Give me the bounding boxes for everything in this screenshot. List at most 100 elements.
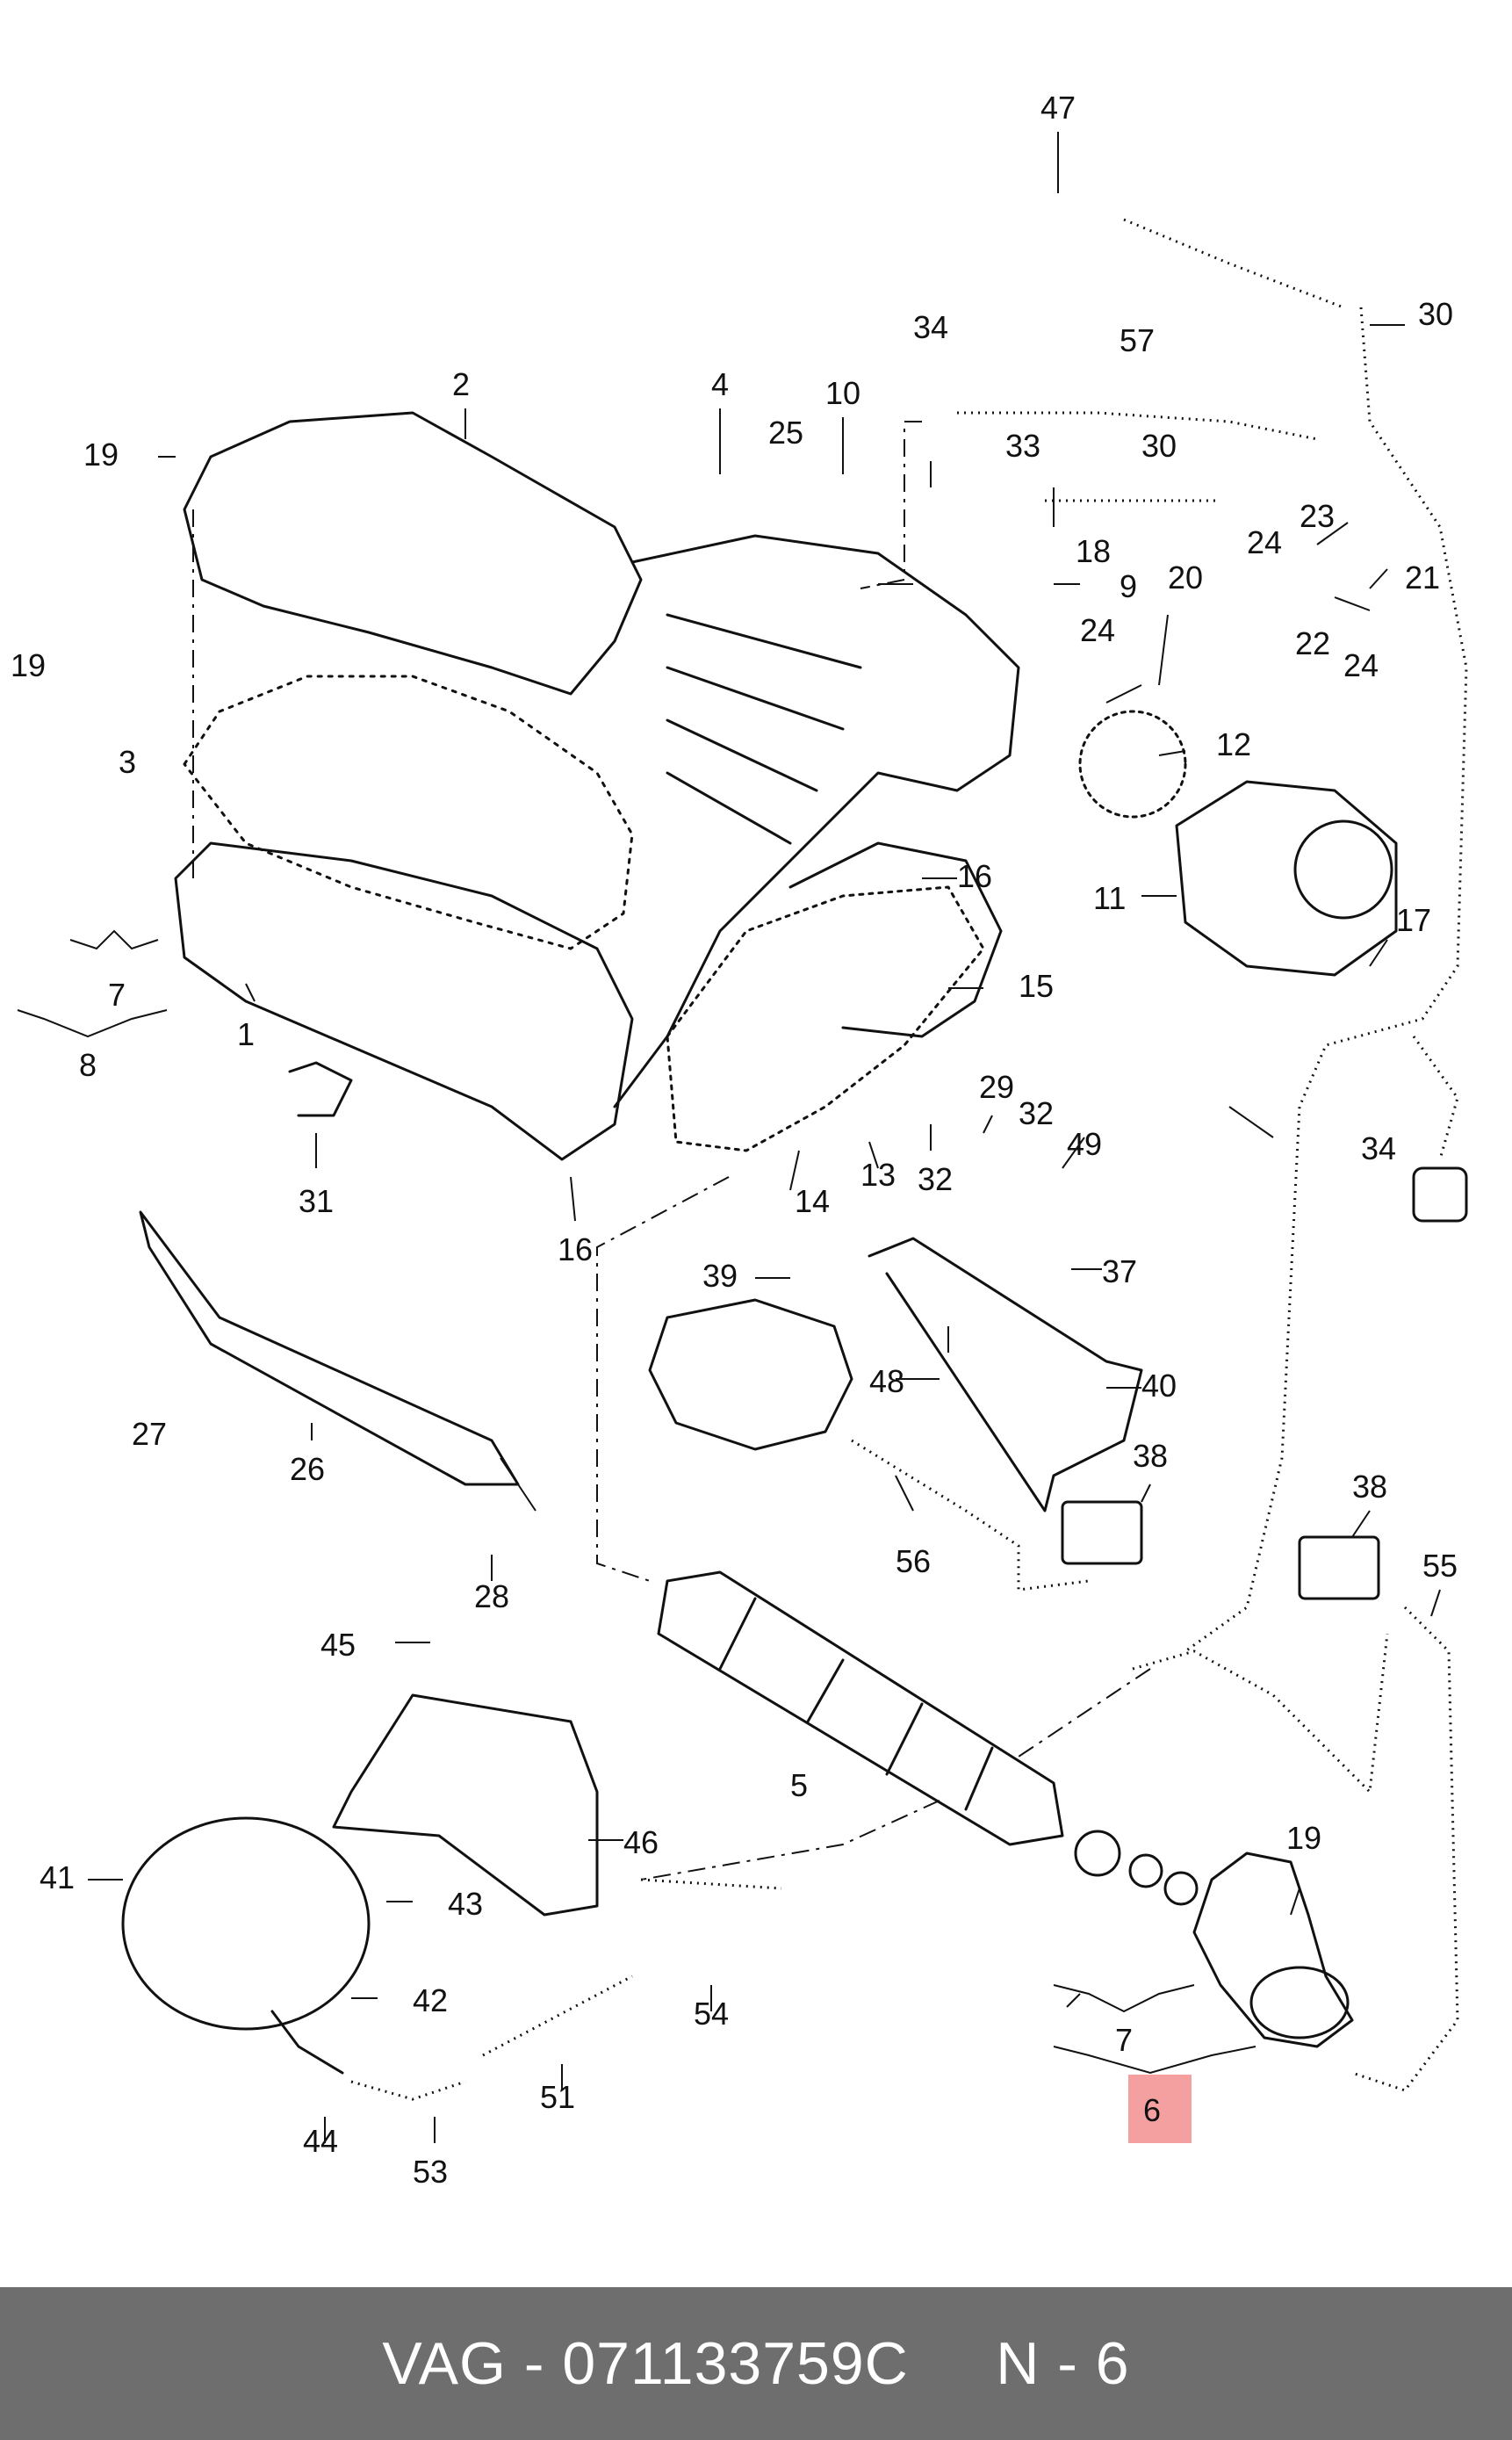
hose-53-shape (350, 2080, 466, 2101)
callout-21: 21 (1405, 559, 1440, 596)
runner-ribs-shape (666, 613, 862, 845)
callout-7a: 7 (108, 977, 126, 1013)
callout-43: 43 (448, 1886, 483, 1922)
callout-26: 26 (290, 1451, 325, 1487)
callout-1: 1 (237, 1016, 255, 1052)
gasket-shape (183, 675, 634, 950)
callout-19b: 19 (11, 647, 46, 683)
egr-housing-shape (648, 1298, 853, 1451)
callout-31: 31 (299, 1183, 334, 1219)
hose-57-shape (957, 411, 1318, 441)
callout-7b: 7 (1115, 2022, 1133, 2058)
vacuum-canister-shape (1249, 1966, 1350, 2039)
o-ring-shape (1074, 1830, 1121, 1877)
callout-16a: 16 (957, 858, 992, 894)
gasket-12-shape (1078, 710, 1187, 819)
group-bracket-8 (17, 1009, 168, 1038)
hose-main-vacuum-shape (1184, 307, 1468, 1653)
callout-18: 18 (1076, 533, 1111, 569)
callout-25: 25 (768, 415, 803, 451)
valve-34b-shape (1412, 1166, 1468, 1223)
callout-34a: 34 (913, 309, 948, 345)
callout-24a: 24 (1247, 524, 1282, 560)
callout-39: 39 (702, 1258, 738, 1294)
group-bracket-6 (1053, 2046, 1256, 2075)
lower-manifold-shape (174, 841, 634, 1161)
hose-47-shape (1123, 218, 1344, 309)
callout-48: 48 (869, 1363, 904, 1399)
callout-14: 14 (795, 1183, 830, 1219)
callout-34b: 34 (1361, 1130, 1396, 1166)
callout-24c: 24 (1343, 647, 1379, 683)
bush-shape (1163, 1871, 1199, 1906)
heat-shield-46-shape (332, 1693, 599, 1917)
assembly-line-5 (860, 421, 922, 589)
hose-54-shape (640, 1878, 782, 1890)
assembly-line-4 (1018, 1668, 1151, 1758)
throttle-bore-shape (1293, 819, 1393, 920)
callout-53: 53 (413, 2154, 448, 2190)
bracket-26-shape (139, 1210, 520, 1486)
callout-5: 5 (790, 1767, 808, 1803)
callout-15: 15 (1019, 968, 1054, 1004)
callout-8: 8 (79, 1047, 97, 1083)
clip-31-shape (288, 1061, 353, 1117)
air-duct-shape (613, 534, 1020, 1108)
callout-33: 33 (1005, 428, 1040, 464)
callout-54: 54 (694, 1996, 729, 2032)
hose-51-shape (482, 1974, 633, 2057)
callout-42: 42 (413, 1982, 448, 2018)
assembly-line-2 (596, 1176, 730, 1582)
hose-56-shape (851, 1439, 1090, 1592)
callout-9: 9 (1120, 568, 1137, 604)
callout-3: 3 (119, 744, 136, 780)
hose-34b-shape (1412, 1036, 1459, 1160)
callout-17: 17 (1396, 902, 1431, 938)
callout-10: 10 (825, 375, 860, 411)
callout-44: 44 (303, 2123, 338, 2159)
callout-57: 57 (1120, 322, 1155, 358)
callout-6: 6 (1143, 2092, 1161, 2128)
callout-22: 22 (1295, 625, 1330, 661)
callout-55: 55 (1422, 1548, 1458, 1584)
highlight-box-6 (1128, 2075, 1192, 2143)
solenoid-38a-shape (1061, 1500, 1143, 1565)
callout-19c: 19 (1286, 1820, 1321, 1856)
callout-41: 41 (40, 1859, 75, 1895)
callout-38a: 38 (1133, 1438, 1168, 1474)
callout-49: 49 (1067, 1126, 1102, 1162)
egr-pipe-ribs-shape (718, 1597, 994, 1811)
callout-56: 56 (896, 1543, 931, 1579)
callout-20: 20 (1168, 559, 1203, 596)
callout-46: 46 (623, 1824, 659, 1860)
callout-40: 40 (1141, 1368, 1177, 1404)
callout-28: 28 (474, 1578, 509, 1614)
callout-47: 47 (1040, 90, 1076, 126)
group-bracket-7b (1053, 1984, 1195, 2013)
hose-return-shape (1132, 1633, 1389, 1795)
callout-37: 37 (1102, 1253, 1137, 1289)
callout-19a: 19 (83, 437, 119, 473)
sleeve-shape (1128, 1853, 1163, 1888)
vacuum-unit-shape (1192, 1852, 1354, 2048)
callout-30a: 30 (1418, 296, 1453, 332)
callout-32b: 32 (1019, 1095, 1054, 1131)
callout-24b: 24 (1080, 612, 1115, 648)
callout-13: 13 (860, 1157, 896, 1193)
callout-30b: 30 (1141, 428, 1177, 464)
flange-gasket-shape (666, 885, 985, 1152)
solenoid-38b-shape (1298, 1535, 1380, 1600)
callout-45: 45 (320, 1627, 356, 1663)
callout-11: 11 (1093, 880, 1126, 916)
reservoir-41-shape (121, 1816, 371, 2031)
group-bracket-7a (69, 929, 159, 950)
manifold-cover-shape (183, 411, 643, 696)
callout-16b: 16 (558, 1231, 593, 1267)
assembly-line-3 (640, 1800, 940, 1881)
callout-32a: 32 (918, 1161, 953, 1197)
callout-29: 29 (979, 1069, 1014, 1105)
hose-55-shape (1351, 1606, 1459, 2092)
egr-pipe-shape (657, 1570, 1064, 1846)
callout-4: 4 (711, 366, 729, 402)
callout-27: 27 (132, 1416, 167, 1452)
